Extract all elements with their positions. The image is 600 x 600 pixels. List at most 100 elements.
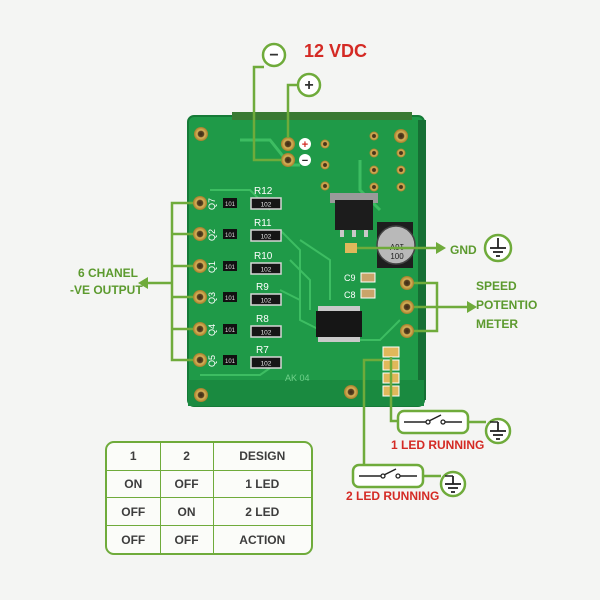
mounting-hole [194,388,208,402]
header-pin [369,182,379,192]
led1-ground-icon [484,417,512,445]
transistor-label: Q7 [207,198,217,210]
header-pin [396,148,406,158]
gnd-pad [345,243,357,253]
resistor [250,293,282,306]
gnd-label: GND [450,243,477,257]
pot-pad [400,300,414,314]
header-pin [396,165,406,175]
pcb-trace [200,367,271,376]
table-cell: ON [159,497,214,527]
ic-pins-top [318,306,360,311]
regulator-lead [352,230,356,237]
resistor-code: 102 [261,202,272,209]
table-header-cell: DESIGN [212,443,311,471]
minus-silk-mark [299,154,311,166]
board-edge-right [418,120,426,400]
channel-row: Q7 101 R12 102 [207,186,282,210]
output-arrow-icon [138,277,148,289]
output-pad [193,196,207,210]
transistor-label: Q3 [207,292,217,304]
speed-label-line3: METER [476,317,518,331]
speed-arrow-icon [467,301,477,313]
jumper-pin [382,346,400,358]
regulator-lead [364,230,368,237]
capacitor-text: 16V [389,242,404,251]
speed-label-line2: POTENTIO [476,298,537,312]
table-header-cell: 2 [159,443,214,471]
led1-switch-icon [396,409,470,435]
transistor-label: Q1 [207,261,217,273]
c9-capacitor [360,272,376,283]
transistor [223,355,237,365]
electrolytic-capacitor [376,225,416,265]
capacitor-text: 100 [390,252,404,261]
table-header-cell: 1 [107,443,161,471]
table-cell: OFF [159,469,214,499]
led1-running-label: 1 LED RUNNING [391,438,484,452]
speed-label-line1: SPEED [476,279,517,293]
transistor-code: 101 [225,328,236,334]
channel-row: Q5 101 R7 102 [207,345,282,369]
table-cell: 1 LED [212,469,311,499]
led2-line [362,358,383,465]
transistor-code: 101 [225,296,236,302]
transistor-code: 101 [225,359,236,365]
power-pad-minus [281,153,295,167]
plus-callout-line [286,83,301,138]
resistor-label: R9 [256,282,269,293]
header-pin [369,131,379,141]
resistor-code: 102 [261,298,272,305]
output-pad [193,290,207,304]
pot-pad [400,276,414,290]
plus-circle-icon: + [296,72,322,98]
channel-row: Q4 101 R8 102 [207,314,282,338]
table-header-row: 1 2 DESIGN [107,443,311,471]
c9-label: C9 [344,273,356,283]
led2-ground-icon [439,470,467,498]
table-cell: 2 LED [212,497,311,527]
header-pin [320,139,330,149]
output-pad [193,322,207,336]
regulator-lead [340,230,344,237]
pot-pad [400,324,414,338]
resistor-label: R11 [254,218,272,229]
header-pin [396,182,406,192]
mounting-hole [194,127,208,141]
minus-symbol: − [269,47,278,64]
led2-running-label: 2 LED RUNNING [346,489,439,503]
resistor [250,229,282,242]
transistor [223,198,237,208]
resistor-code: 102 [261,267,272,274]
output-pad [193,259,207,273]
output-pad [193,353,207,367]
transistor-label: Q2 [207,229,217,241]
resistor-label: R10 [254,251,273,262]
ic-chip [316,311,362,337]
table-cell: ON [107,469,161,499]
pcb-trace [299,239,331,300]
output-label-line2: -VE OUTPUT [70,283,143,297]
plus-silk-mark [299,138,311,150]
channel-row: Q1 101 R10 102 [207,251,282,275]
led2-switch-icon [351,463,425,489]
output-label-line1: 6 CHANEL [78,266,138,280]
resistor-code: 102 [261,234,272,241]
mounting-hole [344,385,358,399]
plus-silk-text: + [302,139,308,151]
resistor [250,356,282,369]
c8-label: C8 [344,290,356,300]
header-pin [320,160,330,170]
transistor-code: 101 [225,233,236,239]
header-pin [320,181,330,191]
table-row: OFF ON 2 LED [107,497,311,527]
pcb-trace [279,289,301,301]
pcb-board: + − 16V 100 C9 C8 [187,112,426,407]
minus-silk-text: − [302,155,308,167]
resistor-code: 102 [261,330,272,337]
table-row: OFF OFF ACTION [107,525,311,553]
transistor-label: Q4 [207,324,217,336]
pcb-trace [358,160,382,212]
resistor [250,262,282,275]
